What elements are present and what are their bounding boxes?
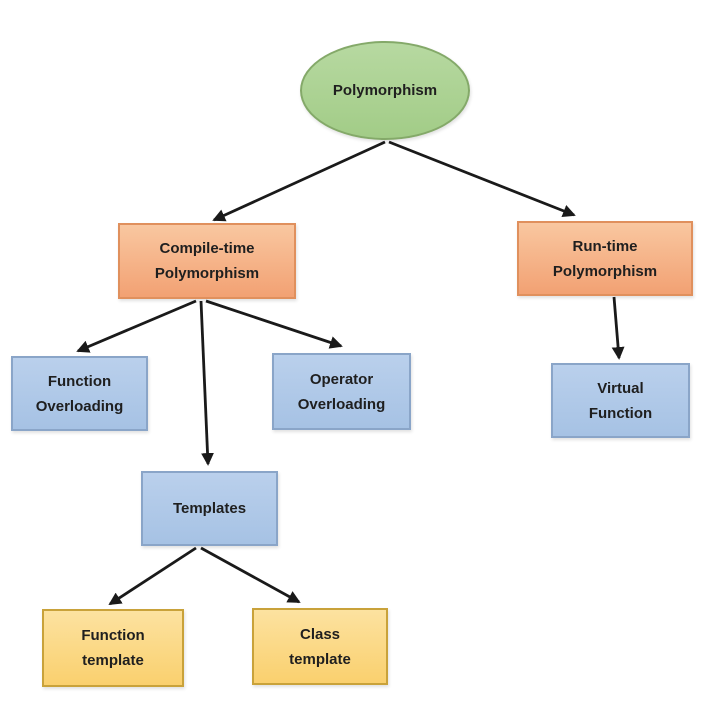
node-virtual-function: Virtual Function xyxy=(551,363,690,438)
edge-polymorphism-compile-time xyxy=(212,140,386,222)
edge-compile-time-operator-overloading xyxy=(205,299,343,349)
node-function-overloading: Function Overloading xyxy=(11,356,148,431)
edge-run-time-virtual-function xyxy=(611,296,625,360)
edge-polymorphism-run-time xyxy=(388,140,576,217)
node-run-time-label: Run-time Polymorphism xyxy=(552,237,658,280)
node-polymorphism: Polymorphism xyxy=(300,41,470,140)
edge-compile-time-templates xyxy=(199,300,214,466)
node-run-time-polymorphism: Run-time Polymorphism xyxy=(517,221,693,296)
node-operator-overloading-label: Operator Overloading xyxy=(297,370,386,413)
node-function-template: Function template xyxy=(42,609,184,687)
edge-templates-class-template xyxy=(200,546,301,604)
node-function-template-label: Function template xyxy=(81,627,145,669)
node-class-template: Class template xyxy=(252,608,388,685)
node-operator-overloading: Operator Overloading xyxy=(272,353,411,430)
node-templates-label: Templates xyxy=(172,500,247,517)
edge-compile-time-function-overloading xyxy=(76,299,197,353)
node-polymorphism-label: Polymorphism xyxy=(332,82,438,99)
node-compile-time-label: Compile-time Polymorphism xyxy=(154,240,260,282)
edge-templates-function-template xyxy=(108,546,197,606)
node-templates: Templates xyxy=(141,471,278,546)
node-function-overloading-label: Function Overloading xyxy=(35,372,124,415)
node-compile-time-polymorphism: Compile-time Polymorphism xyxy=(118,223,296,299)
node-class-template-label: Class template xyxy=(289,625,351,668)
node-virtual-function-label: Virtual Function xyxy=(588,379,653,422)
